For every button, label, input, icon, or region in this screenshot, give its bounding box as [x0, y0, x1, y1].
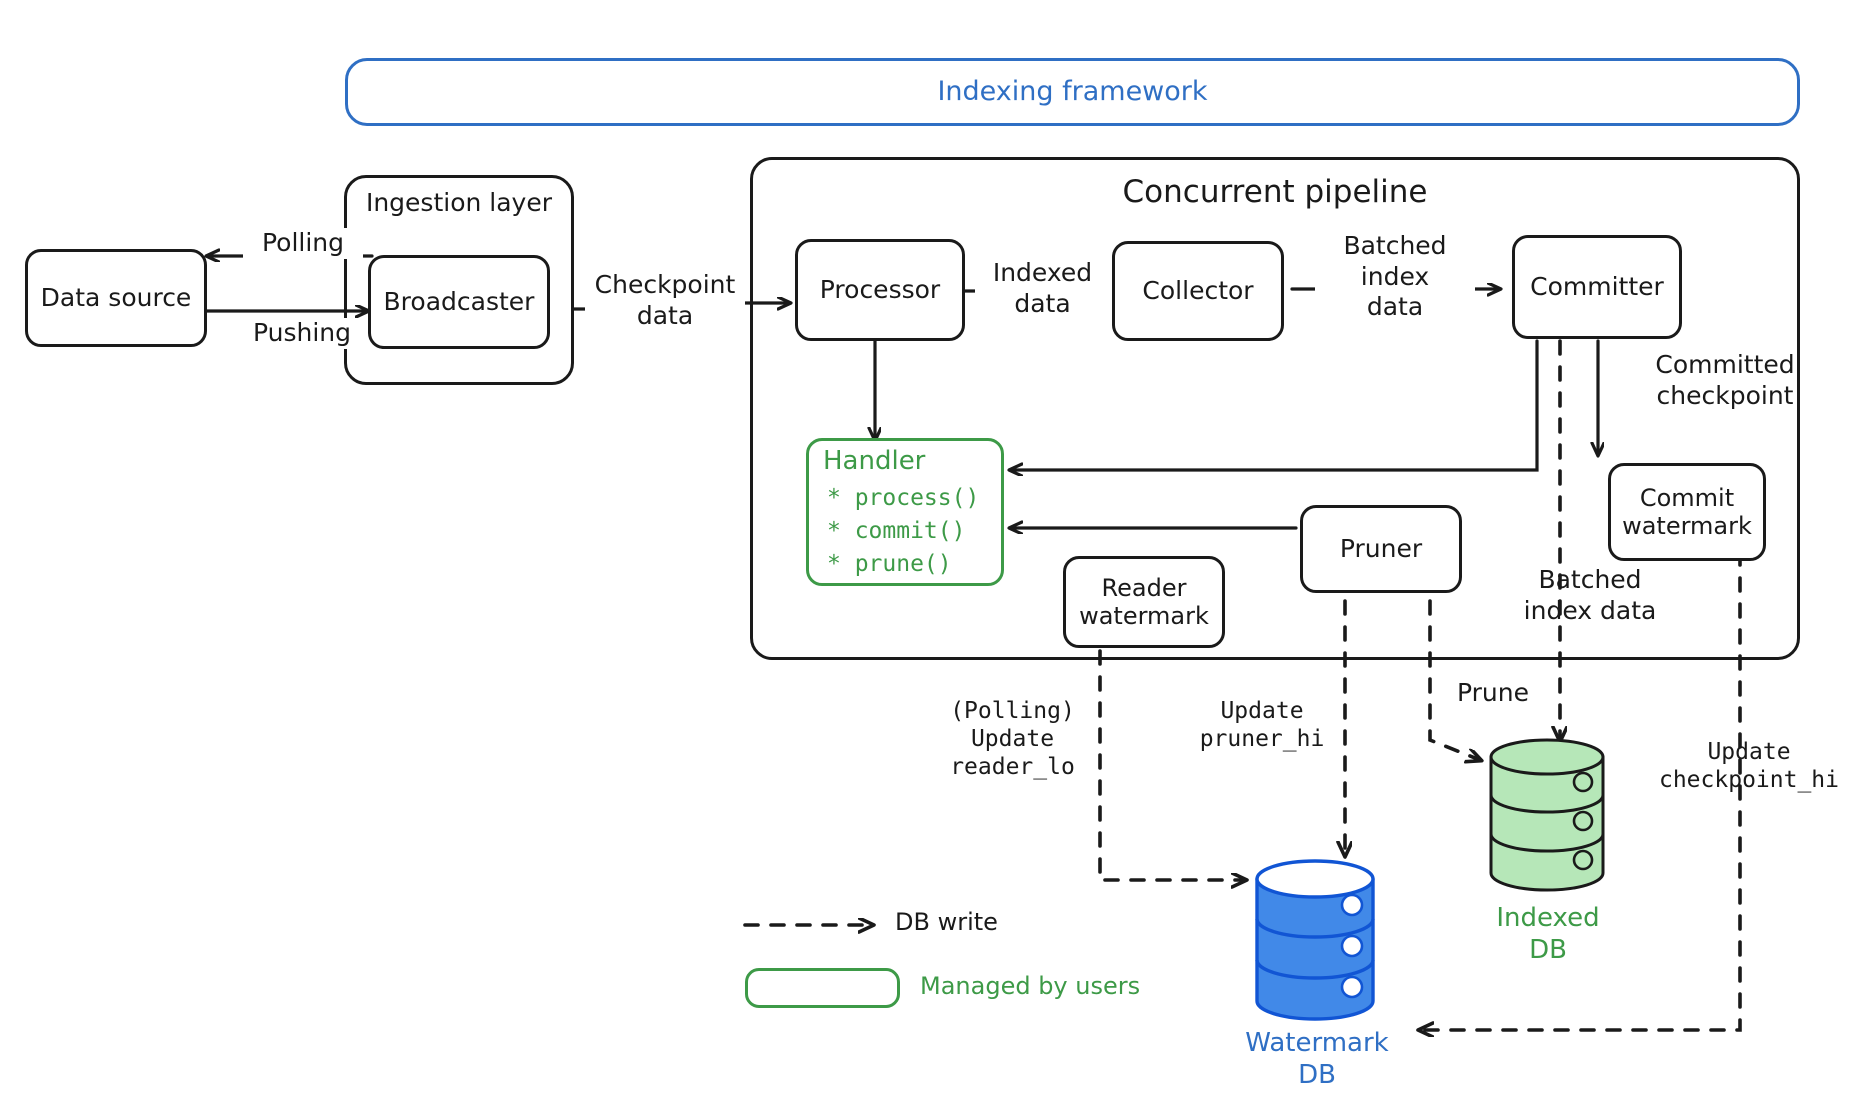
database-indexed-db-label: Indexed DB — [1496, 903, 1600, 965]
edge-label-checkpoint-data: Checkpoint data — [585, 270, 745, 331]
node-data-source-label: Data source — [40, 283, 192, 313]
legend-item-db-write-label: DB write — [895, 908, 998, 936]
node-commit-watermark-label: Commit watermark — [1622, 483, 1752, 540]
node-handler-method-prune: * prune() — [827, 550, 952, 577]
node-handler[interactable]: Handler * process() * commit() * prune() — [806, 438, 1004, 586]
group-concurrent-pipeline: Concurrent pipeline — [750, 157, 1800, 660]
node-commit-watermark[interactable]: Commit watermark — [1608, 463, 1766, 561]
node-processor-label: Processor — [819, 275, 941, 305]
node-committer[interactable]: Committer — [1512, 235, 1682, 339]
indexed-db-icon — [1489, 738, 1605, 892]
node-handler-title: Handler — [823, 445, 926, 476]
edge-label-update-reader-lo: (Polling) Update reader_lo — [950, 698, 1075, 781]
edge-label-pushing: Pushing — [237, 318, 367, 349]
node-reader-watermark[interactable]: Reader watermark — [1063, 556, 1225, 648]
node-pruner-label: Pruner — [1339, 534, 1423, 564]
database-indexed-db[interactable] — [1485, 735, 1610, 895]
group-indexing-framework-label: Indexing framework — [937, 76, 1208, 108]
legend-item-managed-by-users-label: Managed by users — [920, 972, 1141, 1000]
edge-prune — [1428, 573, 1480, 760]
node-broadcaster[interactable]: Broadcaster — [368, 255, 550, 349]
node-broadcaster-label: Broadcaster — [383, 287, 535, 317]
node-collector-label: Collector — [1142, 276, 1254, 306]
node-committer-label: Committer — [1530, 272, 1664, 302]
edge-update-reader-lo — [1098, 623, 1245, 880]
node-data-source[interactable]: Data source — [25, 249, 207, 347]
database-watermark-db-label: Watermark DB — [1245, 1028, 1389, 1090]
edge-committer-handler — [1010, 339, 1539, 470]
legend-green-rounded-box-icon — [745, 968, 900, 1008]
node-pruner[interactable]: Pruner — [1300, 505, 1462, 593]
edge-update-checkpoint-hi — [1420, 498, 1742, 1030]
edge-label-update-checkpoint-hi: Update checkpoint_hi — [1658, 739, 1839, 794]
group-concurrent-pipeline-label: Concurrent pipeline — [1122, 174, 1428, 210]
edge-label-batched-index-data: Batched index data — [1315, 231, 1475, 323]
group-ingestion-layer-label: Ingestion layer — [365, 188, 553, 217]
node-handler-method-commit: * commit() — [827, 518, 966, 545]
edge-label-committed-checkpoint: Committed checkpoint — [1655, 350, 1795, 410]
group-indexing-framework: Indexing framework — [345, 58, 1800, 126]
watermark-db-icon — [1255, 859, 1375, 1021]
edge-label-prune: Prune — [1457, 678, 1529, 707]
node-collector[interactable]: Collector — [1112, 241, 1284, 341]
edge-label-batched-index-data-db: Batched index data — [1523, 565, 1657, 625]
edge-label-polling: Polling — [243, 228, 363, 259]
database-watermark-db[interactable] — [1250, 855, 1380, 1025]
group-ingestion-layer: Ingestion layer — [344, 175, 574, 385]
node-processor[interactable]: Processor — [795, 239, 965, 341]
edge-label-indexed-data: Indexed data — [975, 258, 1110, 319]
edge-label-update-pruner-hi: Update pruner_hi — [1199, 698, 1325, 753]
node-handler-method-process: * process() — [827, 485, 980, 512]
node-reader-watermark-label: Reader watermark — [1079, 573, 1209, 630]
